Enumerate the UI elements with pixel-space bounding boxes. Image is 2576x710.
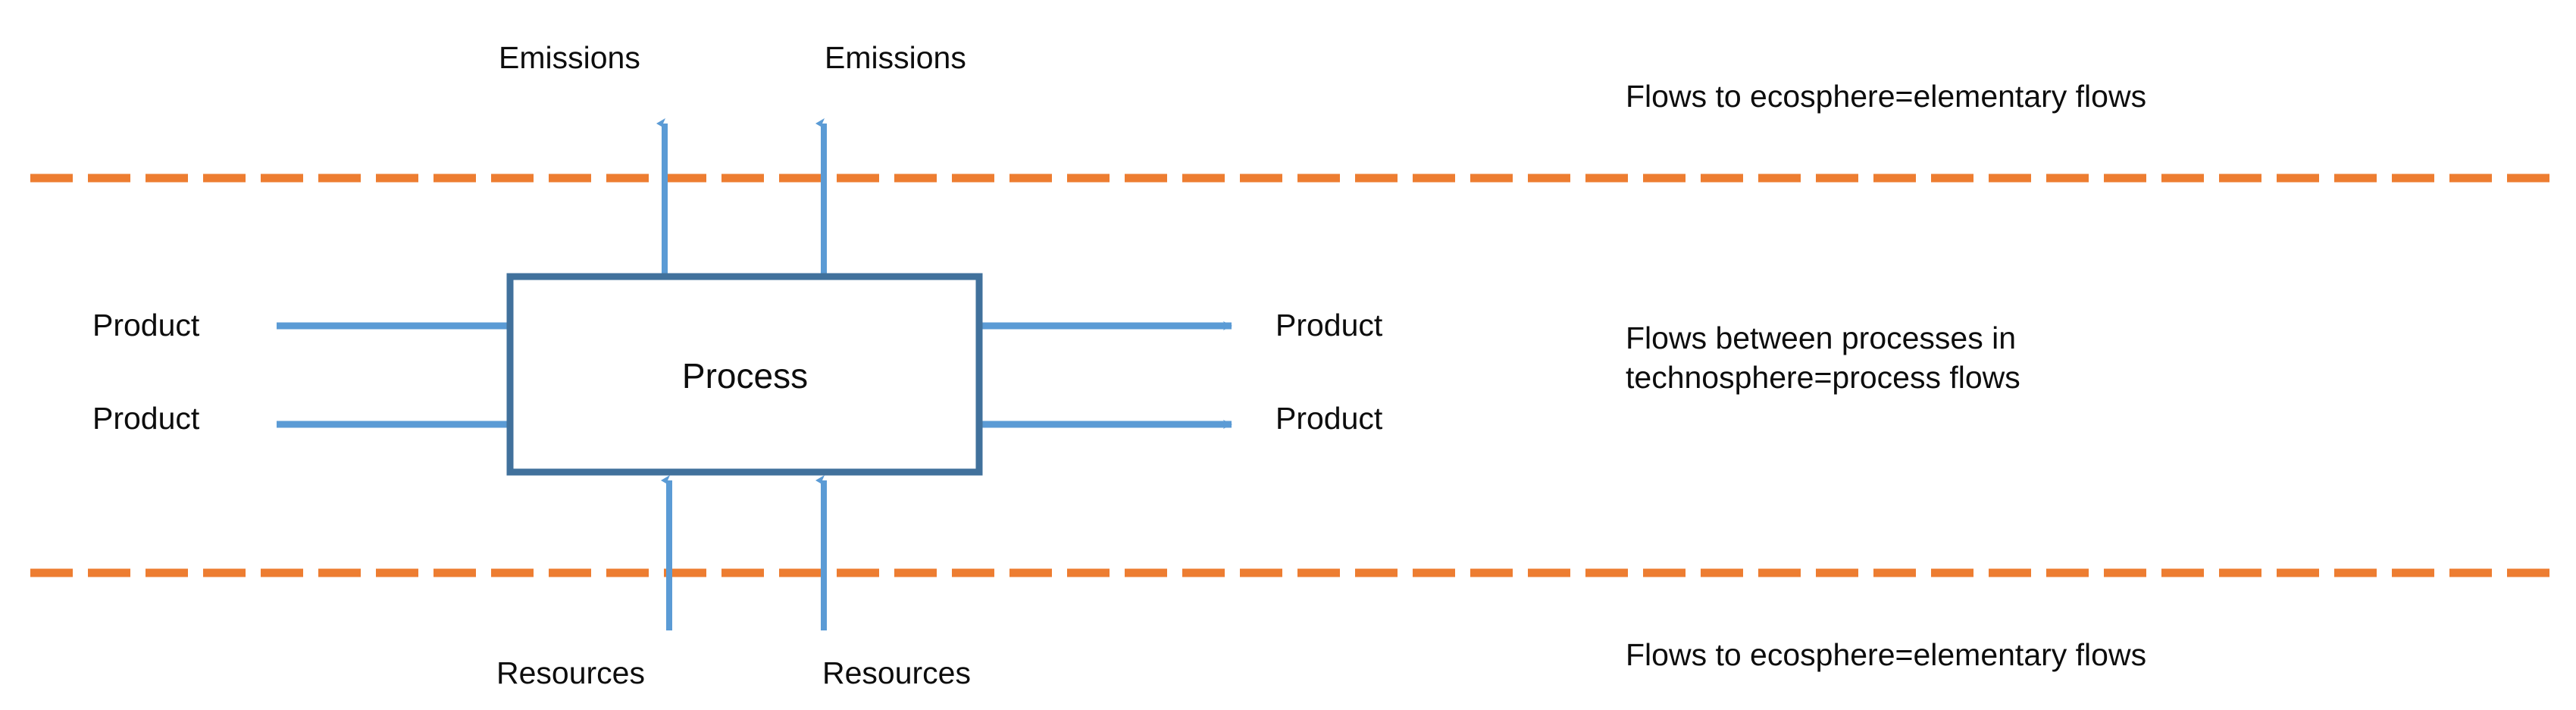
product-output-label-2: Product [1275, 401, 1383, 436]
process-box[interactable] [506, 273, 983, 476]
product-output-label-1: Product [1275, 308, 1383, 342]
resources-label-1: Resources [496, 655, 645, 690]
process-box-label: Process [681, 356, 809, 396]
product-input-label-2: Product [92, 401, 200, 436]
legend-bottom-ecosphere: Flows to ecosphere=elementary flows [1626, 637, 2147, 672]
legend-top-ecosphere: Flows to ecosphere=elementary flows [1626, 79, 2147, 114]
product-input-label-1: Product [92, 308, 200, 342]
resources-label-2: Resources [822, 655, 971, 690]
emissions-label-2: Emissions [825, 40, 966, 75]
legend-technosphere: Flows between processes in technosphere=… [1626, 321, 2020, 395]
emissions-label-1: Emissions [499, 40, 640, 75]
